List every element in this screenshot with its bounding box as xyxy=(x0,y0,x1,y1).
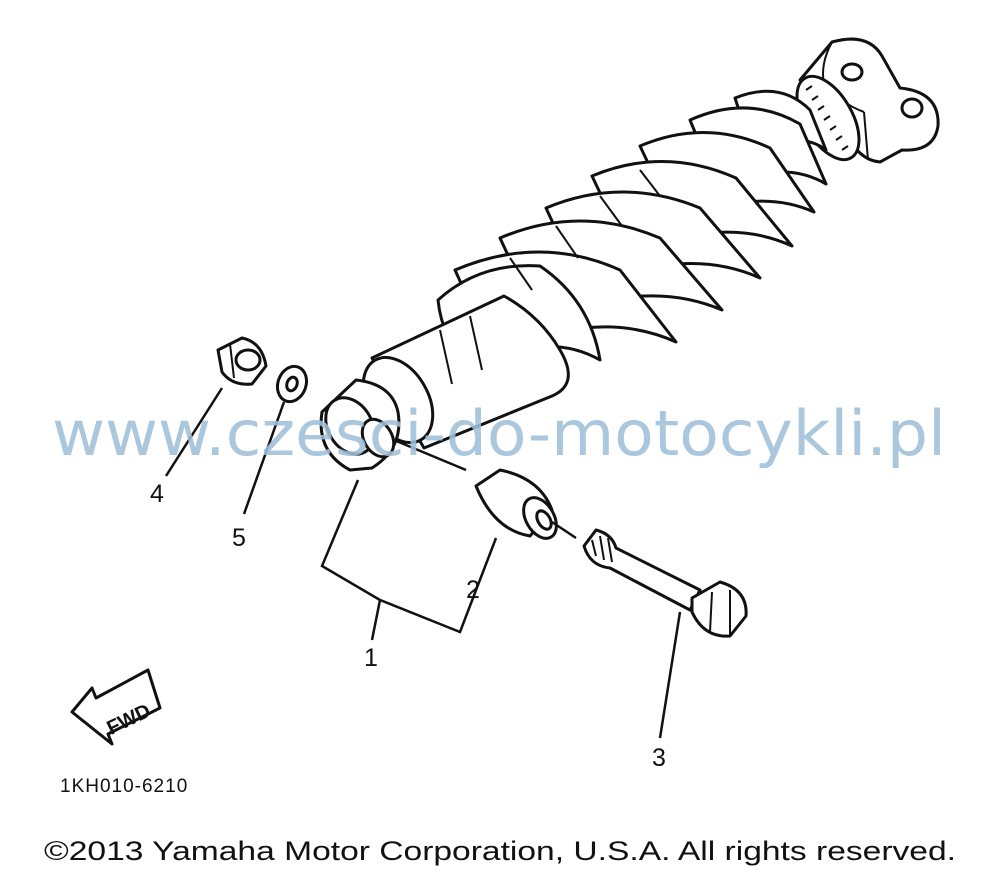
watermark-url: www.czesci-do-motocykli.pl xyxy=(52,397,946,470)
hex-nut xyxy=(216,336,268,386)
plain-washer xyxy=(275,364,309,404)
diagram-code: 1KH010-6210 xyxy=(60,776,188,797)
leader-lines xyxy=(164,387,682,739)
callout-labels: 1 2 3 4 5 xyxy=(150,480,666,772)
coil-spring xyxy=(436,89,828,368)
callout-2: 2 xyxy=(466,576,480,604)
callout-3: 3 xyxy=(652,744,666,772)
callout-1: 1 xyxy=(364,644,378,672)
collar-bushing xyxy=(474,468,577,540)
copyright-notice: ©2013 Yamaha Motor Corporation, U.S.A. A… xyxy=(44,836,956,866)
callout-4: 4 xyxy=(150,480,164,508)
shock-absorber-assembly xyxy=(319,37,940,472)
mounting-bolt xyxy=(582,528,748,638)
callout-5: 5 xyxy=(232,524,246,552)
top-mount-bracket xyxy=(798,37,940,164)
forward-direction-arrow: FWD xyxy=(70,668,162,746)
lower-mount-eye xyxy=(319,378,401,472)
